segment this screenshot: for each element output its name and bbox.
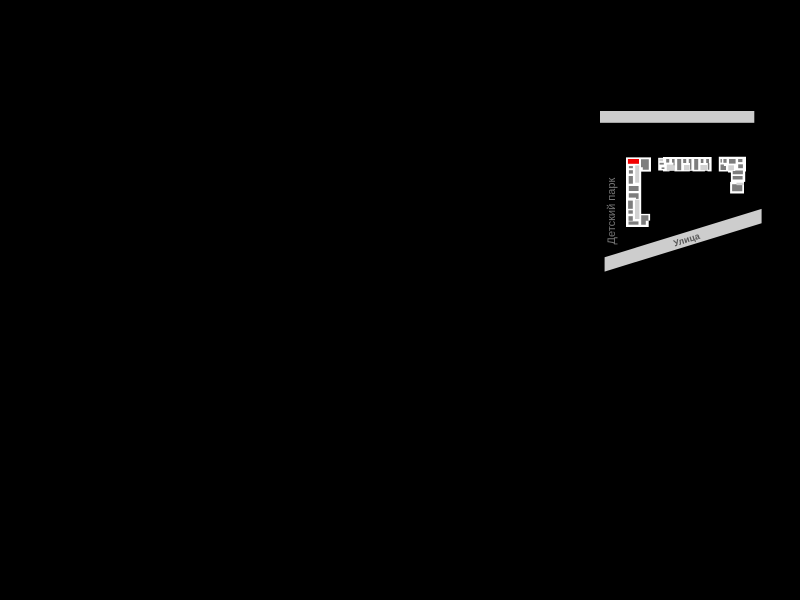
svg-text:Детский парк: Детский парк: [606, 178, 618, 245]
